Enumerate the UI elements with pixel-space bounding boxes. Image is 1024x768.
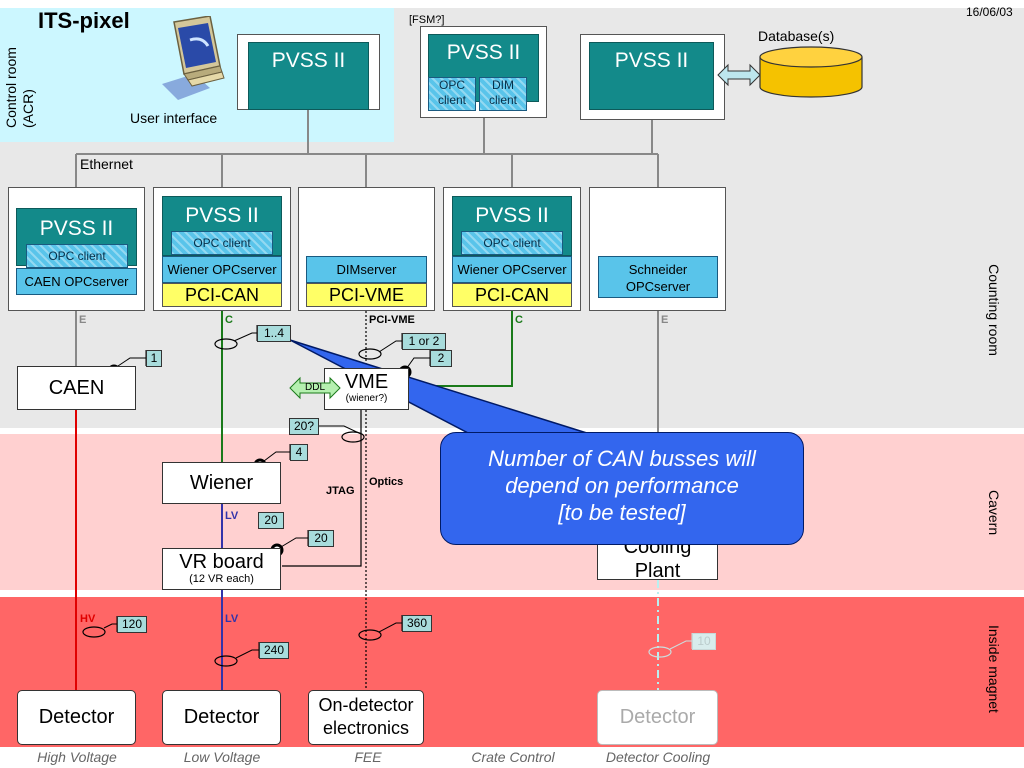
link-c-1: C (225, 314, 233, 326)
pvss-db-panel: PVSS II (589, 42, 714, 110)
crate-caen-server: CAEN OPCserver (16, 268, 137, 295)
vme-sublabel: (wiener?) (345, 393, 388, 404)
double-arrow-icon (717, 63, 761, 87)
inside-magnet-label: Inside magnet (986, 625, 1002, 713)
crate-wiener-1-server: Wiener OPCserver (162, 256, 282, 283)
vr-board-box: VR board (12 VR each) (162, 548, 281, 590)
callout-text: Number of CAN busses will depend on perf… (488, 446, 756, 525)
ethernet-label: Ethernet (80, 156, 133, 172)
fsm-label: [FSM?] (409, 14, 445, 26)
link-e-1: E (79, 314, 87, 326)
cavern-label: Cavern (986, 490, 1002, 536)
detector-hv-box: Detector (17, 690, 136, 745)
link-pci-vme: PCI-VME (369, 314, 415, 326)
pvss-fsm-dim-client: DIM client (479, 77, 527, 111)
count-fee: 360 (402, 615, 432, 632)
caen-box: CAEN (17, 366, 136, 410)
crate-schneider-server: Schneider OPCserver (598, 256, 718, 298)
link-c-2: C (515, 314, 523, 326)
link-lv-2: LV (225, 613, 239, 625)
pvss-fsm-opc-client: OPC client (428, 77, 476, 111)
link-optics: Optics (369, 476, 404, 488)
database-label: Database(s) (758, 28, 835, 44)
crate-caen-pvss-label: PVSS II (39, 217, 114, 240)
footer-low-voltage: Low Voltage (183, 749, 261, 765)
database-icon (759, 46, 863, 98)
crate-wiener-2-server: Wiener OPCserver (452, 256, 572, 283)
pvss-fsm-label: PVSS II (446, 41, 521, 64)
count-vme-link: 1 or 2 (402, 333, 446, 350)
counting-room-label: Counting room (986, 264, 1002, 356)
on-detector-electronics-box: On-detector electronics (308, 690, 424, 745)
footer-high-voltage: High Voltage (37, 749, 117, 765)
crate-wiener-2-pvss-label: PVSS II (475, 204, 549, 227)
page-title: ITS-pixel (38, 8, 130, 33)
count-hv: 120 (117, 616, 147, 633)
count-cooling: 10 (692, 633, 716, 650)
count-jtag: 20? (289, 418, 319, 435)
user-interface-label: User interface (130, 110, 218, 126)
count-wiener: 4 (290, 444, 308, 461)
crate-wiener-2-opc-client: OPC client (461, 231, 563, 255)
pvss-ui-panel: PVSS II (248, 42, 369, 110)
footer-crate-control: Crate Control (471, 749, 555, 765)
count-vme: 2 (430, 350, 452, 367)
count-caen: 1 (146, 350, 162, 367)
crate-wiener-1-pvss-label: PVSS II (185, 204, 259, 227)
wiener-box: Wiener (162, 462, 281, 504)
link-jtag: JTAG (326, 485, 355, 497)
vme-label: VME (344, 371, 389, 393)
footer-fee: FEE (354, 749, 382, 765)
detector-cooling-box: Detector (597, 690, 718, 745)
count-lv: 240 (259, 642, 289, 659)
pvss-ui-label: PVSS II (271, 49, 346, 72)
ddl-label: DDL (305, 382, 326, 393)
ddl-arrow-icon (289, 376, 341, 400)
crate-dim-server: DIMserver (306, 256, 427, 283)
count-vr: 20 (308, 530, 334, 547)
date-label: 16/06/03 (966, 5, 1013, 19)
crate-dim-bus: PCI-VME (306, 283, 427, 307)
detector-lv-box: Detector (162, 690, 281, 745)
crate-caen-opc-client: OPC client (26, 244, 128, 268)
link-lv-1: LV (225, 510, 239, 522)
count-can-busses: 1..4 (257, 325, 291, 342)
crate-wiener-2-bus: PCI-CAN (452, 283, 572, 307)
control-room-label: Control room (ACR) (3, 47, 36, 128)
computer-icon (162, 16, 225, 100)
crate-wiener-1-bus: PCI-CAN (162, 283, 282, 307)
link-hv: HV (80, 613, 96, 625)
pvss-db-label: PVSS II (614, 49, 689, 72)
vr-board-label: VR board (179, 551, 264, 573)
crate-wiener-1-opc-client: OPC client (171, 231, 273, 255)
performance-callout: Number of CAN busses will depend on perf… (440, 432, 804, 545)
footer-detector-cooling: Detector Cooling (605, 749, 711, 765)
count-lv-wiener: 20 (258, 512, 284, 529)
vr-board-sublabel: (12 VR each) (189, 573, 254, 585)
link-e-2: E (661, 314, 669, 326)
